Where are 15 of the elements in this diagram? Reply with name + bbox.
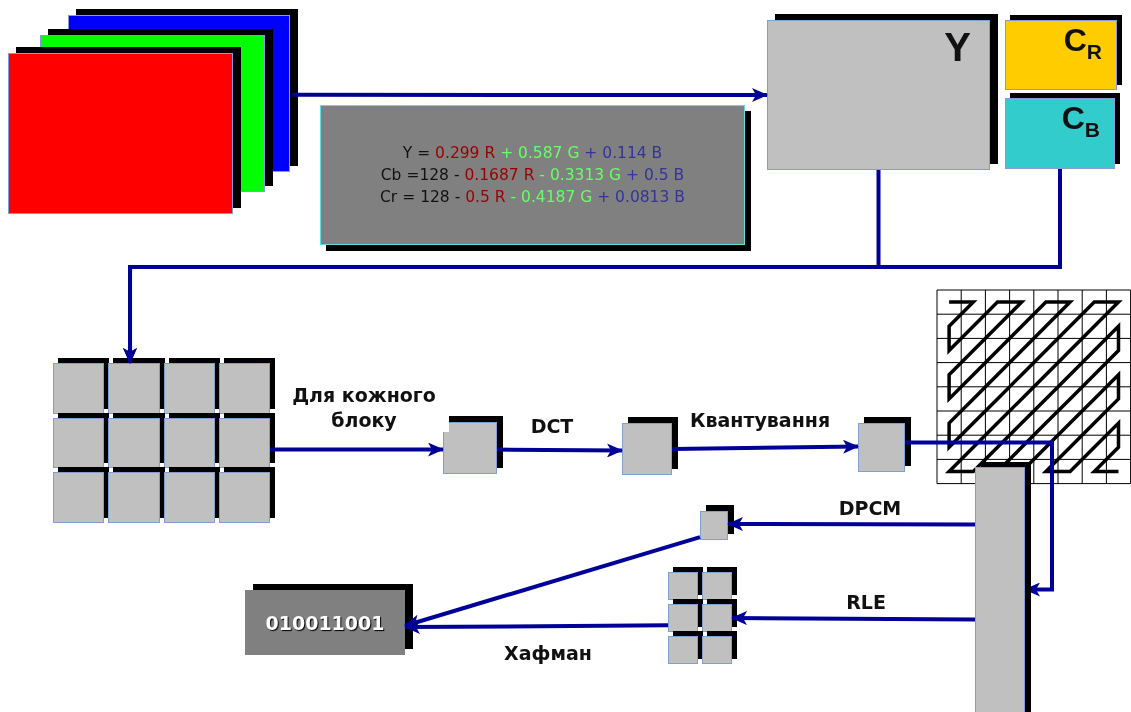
arrow [905,440,1054,597]
formula-text: Cb =128 - 0.1687 R - 0.3313 G + 0.5 B [380,165,685,186]
bitstream-text: 010011001 [265,611,385,634]
arrow [497,443,623,458]
plane-label: C$_{R}$ [1063,23,1102,64]
arrow [270,442,444,457]
formula-text: Y = 0.299 R + 0.587 G + 0.114 B [402,143,663,164]
plane-label: Y [944,27,971,67]
plane-label: C$_{B}$ [1061,101,1100,142]
arrow [123,169,1062,364]
arrow [671,439,859,454]
arrow [727,517,975,532]
formula-text: Cr = 128 - 0.5 R - 0.4187 G + 0.0813 B [380,187,685,208]
arrow [731,611,975,626]
arrow [292,88,768,102]
